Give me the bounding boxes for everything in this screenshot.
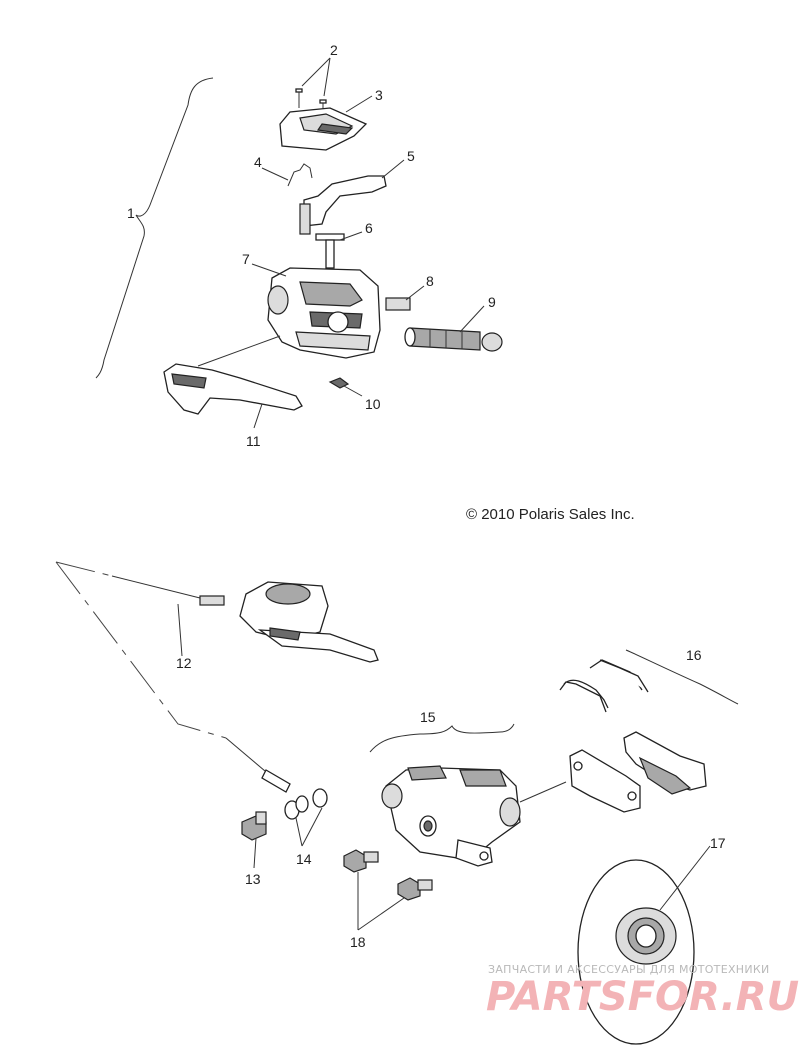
label-2: 2 [330,42,338,58]
label-8: 8 [426,273,434,289]
label-1: 1 [127,205,135,221]
leader-lines-upper [197,57,485,429]
lever-part-5 [299,175,387,235]
label-12: 12 [176,655,192,671]
label-group: 1 2 3 4 5 6 7 8 9 10 11 12 13 14 15 16 1… [127,42,726,950]
hose-end [225,737,291,793]
clip-part-10 [328,377,350,389]
banjo-bolt-part-13 [241,811,267,841]
label-18: 18 [350,934,366,950]
brake-hose-part-12 [111,575,225,606]
brake-rotor-part-17 [577,859,695,1045]
label-5: 5 [407,148,415,164]
master-cylinder-part-7 [267,267,381,359]
clip-part-8 [385,297,411,311]
label-6: 6 [365,220,373,236]
caliper-axis-line [519,781,567,803]
watermark-logo: PARTSFOR.RU [486,974,799,1020]
label-17: 17 [710,835,726,851]
brake-pads-part-16 [559,659,707,813]
label-3: 3 [375,87,383,103]
pin-part-6 [315,233,345,269]
caliper-part-15 [381,765,521,867]
label-7: 7 [242,251,250,267]
bracket-1 [95,77,214,379]
label-10: 10 [365,396,381,412]
cover-part-3 [279,107,368,151]
hand-lever-part-11 [163,363,303,415]
label-15: 15 [420,709,436,725]
brake-line-dashed [55,561,227,739]
caliper-bolts-part-18 [343,849,433,901]
spring-part-4 [287,163,313,187]
label-13: 13 [245,871,261,887]
leader-lines-lower [177,603,739,931]
label-16: 16 [686,647,702,663]
label-11: 11 [246,433,261,449]
master-cylinder-assembled [239,581,379,663]
watermark-caption: ЗАПЧАСТИ И АКСЕССУАРЫ ДЛЯ МОТОТЕХНИКИ [488,963,770,976]
piston-part-9 [404,327,503,352]
label-14: 14 [296,851,312,867]
copyright-text: © 2010 Polaris Sales Inc. [466,506,635,523]
washers-part-14 [284,788,328,820]
label-9: 9 [488,294,496,310]
label-4: 4 [254,154,262,170]
